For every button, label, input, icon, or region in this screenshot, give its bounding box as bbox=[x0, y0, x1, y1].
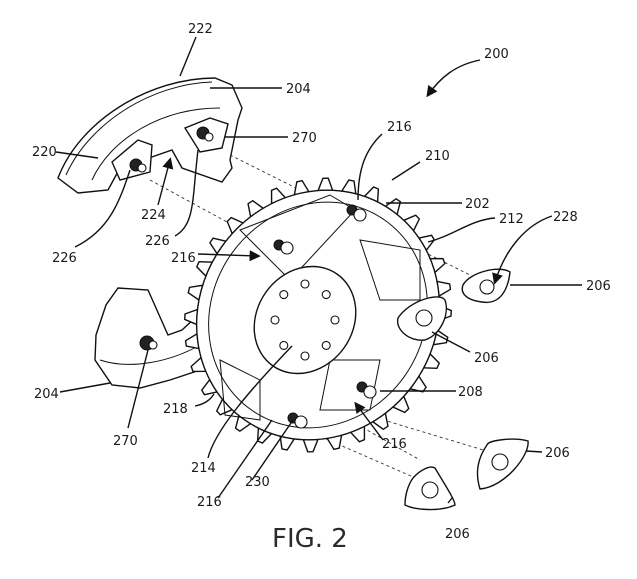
hub-hole bbox=[321, 289, 331, 300]
label-216: 216 bbox=[197, 495, 222, 510]
leader-206d bbox=[447, 497, 453, 504]
label-226: 226 bbox=[52, 251, 77, 266]
figure-caption: FIG. 2 bbox=[272, 524, 348, 554]
leader-204b bbox=[59, 382, 111, 393]
bolt-washer bbox=[137, 163, 147, 173]
label-208: 208 bbox=[458, 385, 483, 400]
leader-210 bbox=[391, 161, 421, 181]
leader-216a bbox=[197, 250, 261, 262]
leader-216d bbox=[217, 419, 273, 499]
label-222: 222 bbox=[188, 22, 213, 37]
shim-hole bbox=[491, 453, 509, 471]
hub-hole bbox=[300, 279, 310, 289]
guard-edge bbox=[65, 81, 213, 176]
label-204: 204 bbox=[286, 82, 311, 97]
guard-inner-rib bbox=[91, 107, 221, 181]
chainring-tooth bbox=[183, 308, 199, 326]
leader-226a bbox=[74, 169, 131, 248]
hub-hole bbox=[270, 315, 280, 325]
hub-hole bbox=[300, 351, 310, 361]
leader-206b bbox=[431, 331, 471, 353]
chainring-tooth bbox=[317, 177, 334, 192]
label-212: 212 bbox=[499, 212, 524, 227]
label-210: 210 bbox=[425, 149, 450, 164]
label-228: 228 bbox=[553, 210, 578, 225]
label-216: 216 bbox=[387, 120, 412, 135]
hub-hole bbox=[279, 340, 289, 351]
chainring bbox=[183, 177, 453, 453]
shim-hole bbox=[479, 279, 495, 295]
label-206: 206 bbox=[474, 351, 499, 366]
label-206: 206 bbox=[586, 279, 611, 294]
spider-window bbox=[319, 359, 381, 411]
shim-hole bbox=[415, 309, 433, 327]
lower-chain-guard bbox=[94, 287, 219, 389]
leader-212 bbox=[427, 217, 496, 243]
guard-inner-rib bbox=[99, 344, 201, 365]
label-226: 226 bbox=[145, 234, 170, 249]
spider-window bbox=[219, 359, 261, 421]
leader-218 bbox=[194, 393, 215, 407]
leader-222 bbox=[179, 36, 197, 77]
upper-chain-guard bbox=[57, 77, 243, 194]
leader-lines bbox=[55, 36, 582, 504]
label-202: 202 bbox=[465, 197, 490, 212]
label-216: 216 bbox=[382, 437, 407, 452]
assembly-reference-200: 200 bbox=[426, 47, 509, 98]
bolt-washer bbox=[148, 340, 158, 350]
leader-216b bbox=[357, 133, 383, 201]
shim-hole bbox=[421, 481, 439, 499]
leader-206c bbox=[525, 450, 543, 453]
bolt-washer bbox=[363, 385, 377, 399]
leader-228 bbox=[492, 215, 553, 285]
label-214: 214 bbox=[191, 461, 216, 476]
leader-226b bbox=[174, 149, 199, 237]
hub-hole bbox=[330, 315, 340, 325]
label-224: 224 bbox=[141, 208, 166, 223]
label-206: 206 bbox=[445, 527, 470, 542]
label-204: 204 bbox=[34, 387, 59, 402]
reference-numerals: 222 204 270 220 224 226 226 216 216 210 … bbox=[32, 22, 611, 542]
label-216: 216 bbox=[171, 251, 196, 266]
label-230: 230 bbox=[245, 475, 270, 490]
hub-mount-holes bbox=[270, 279, 340, 361]
label-270: 270 bbox=[113, 434, 138, 449]
label-200: 200 bbox=[484, 47, 509, 62]
label-270: 270 bbox=[292, 131, 317, 146]
leader-230 bbox=[251, 419, 294, 481]
bolt-washer bbox=[294, 415, 308, 429]
bolt-washer bbox=[280, 241, 294, 255]
label-220: 220 bbox=[32, 145, 57, 160]
bolt-washer bbox=[353, 208, 367, 222]
label-218: 218 bbox=[163, 402, 188, 417]
leader-216c bbox=[354, 401, 384, 441]
leader-214 bbox=[207, 345, 293, 459]
axis-line bbox=[259, 409, 421, 481]
chainring-tooth bbox=[302, 438, 319, 453]
assembly-arrow bbox=[426, 59, 481, 98]
label-206: 206 bbox=[545, 446, 570, 461]
leader-224 bbox=[157, 157, 174, 206]
hub-hole bbox=[321, 340, 331, 351]
hub-hole bbox=[279, 289, 289, 300]
bolt-washer bbox=[204, 132, 214, 142]
spider-window bbox=[359, 239, 421, 301]
leader-270b bbox=[127, 349, 149, 429]
leader-220 bbox=[55, 151, 99, 159]
chainring-inner-edge bbox=[208, 201, 428, 429]
